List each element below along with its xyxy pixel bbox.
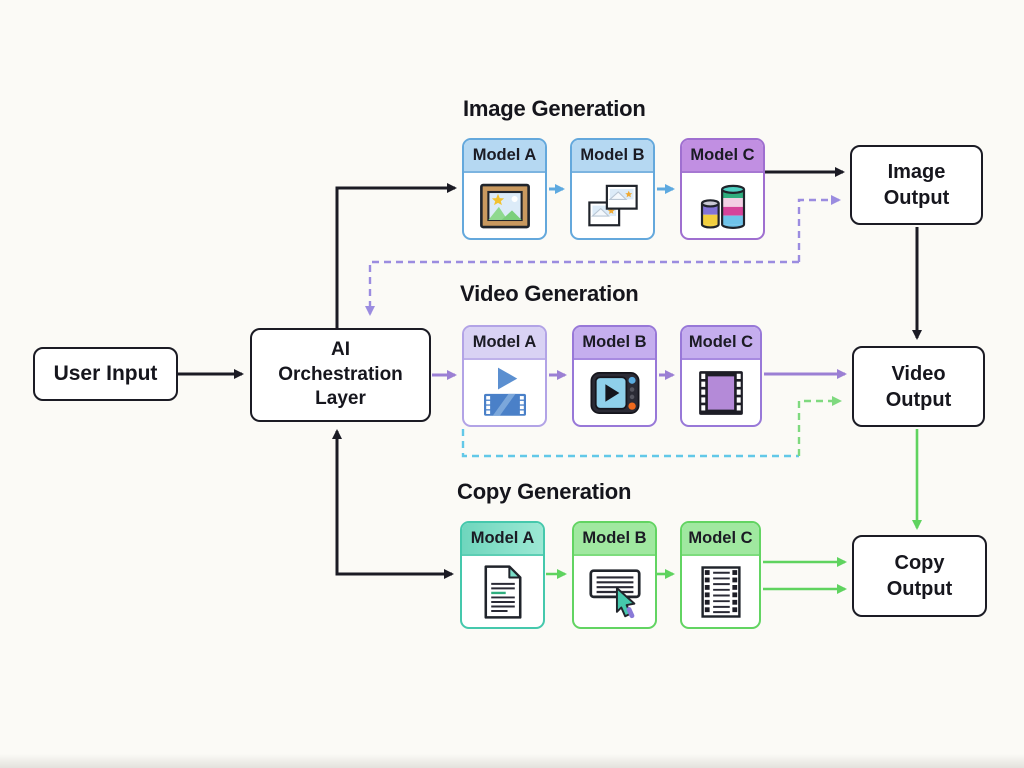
video-model-b-header: Model B: [574, 327, 655, 360]
orchestration-label-line3: Layer: [315, 388, 366, 410]
video-model-c-card: Model C: [680, 325, 762, 427]
video-player-icon: [590, 371, 639, 414]
copy-model-a-card: Model A: [460, 521, 545, 629]
framed-picture-icon: [479, 183, 530, 228]
image-model-a-card: Model A: [462, 138, 547, 240]
video-generation-title: Video Generation: [460, 281, 639, 306]
orchestration-label-line1: AI: [331, 338, 350, 360]
copy-model-c-card: Model C: [680, 521, 761, 629]
film-frame-icon: [699, 370, 743, 415]
edge-feedback-dashed-to-video-output: [797, 396, 842, 456]
database-stack-icon: [700, 184, 745, 229]
edge-feedback-dashed-video-model-a-segment: [461, 429, 799, 458]
edge-feedback-dashed-to-image-output: [797, 195, 841, 262]
video-model-b-card: Model B: [572, 325, 657, 427]
ai-orchestration-layer-node: AI Orchestration Layer: [250, 328, 431, 422]
video-model-a-card: Model A: [462, 325, 547, 427]
text-select-cursor-icon: [588, 568, 641, 618]
video-model-a-header: Model A: [464, 327, 545, 360]
image-model-b-card: Model B: [570, 138, 655, 240]
video-output-label-line1: Video: [891, 362, 946, 385]
image-model-b-header: Model B: [572, 140, 653, 173]
image-generation-title: Image Generation: [463, 96, 646, 121]
bottom-edge-shading: [0, 754, 1024, 768]
image-model-c-card: Model C: [680, 138, 765, 240]
orchestration-label-line2: Orchestration: [278, 363, 403, 385]
copy-generation-title: Copy Generation: [457, 479, 632, 504]
copy-output-label-line1: Copy: [894, 552, 945, 574]
user-input-node: User Input: [33, 347, 178, 401]
video-output-node: Video Output: [852, 346, 985, 427]
edge-orchestration-to-copy-model-a: [332, 429, 454, 579]
video-output-label-line2: Output: [885, 388, 952, 411]
script-filmstrip-icon: [700, 565, 741, 618]
copy-model-a-header: Model A: [462, 523, 543, 556]
copy-output-label-line2: Output: [886, 578, 953, 600]
document-icon: [484, 564, 521, 619]
image-output-label-line1: Image: [887, 161, 946, 183]
user-input-label: User Input: [53, 362, 158, 386]
photo-stack-icon: [587, 184, 638, 226]
edge-orchestration-to-image-model-a: [335, 183, 457, 328]
image-model-a-header: Model A: [464, 140, 545, 173]
play-filmstrip-icon: [483, 367, 526, 416]
copy-output-node: Copy Output: [852, 535, 987, 617]
image-output-node: Image Output: [850, 145, 983, 225]
image-output-label-line2: Output: [883, 187, 950, 209]
image-model-c-header: Model C: [682, 140, 763, 173]
video-model-c-header: Model C: [682, 327, 760, 360]
copy-model-b-card: Model B: [572, 521, 657, 629]
copy-model-b-header: Model B: [574, 523, 655, 556]
copy-model-c-header: Model C: [682, 523, 759, 556]
